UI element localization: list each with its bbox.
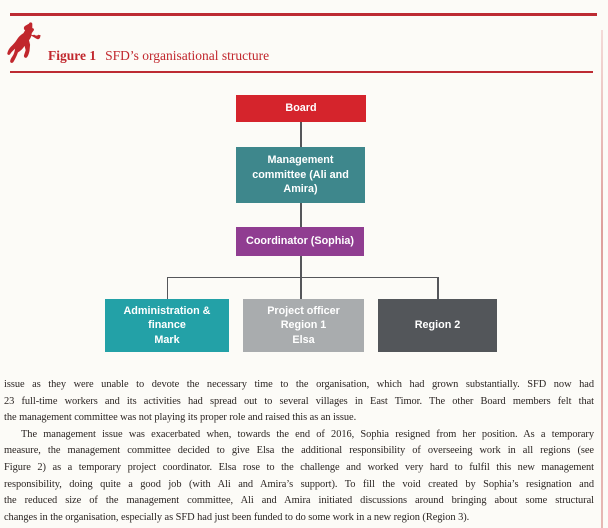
figure-title: SFD’s organisational structure [105, 48, 270, 63]
orgchart-node-admin-line: Administration & [123, 304, 211, 317]
orgchart-node-management-line: Management [267, 154, 334, 167]
body-text: issue as they were unable to devote the … [4, 377, 594, 526]
connector-board-management [300, 121, 302, 148]
caption-bottom-rule [10, 71, 593, 73]
body-text-line: measure, the management committee decide… [4, 445, 594, 457]
orgchart-node-management-committee: Management committee (Ali and Amira) [236, 147, 365, 203]
body-text-line: Figure 2) as a temporary project coordin… [4, 461, 594, 473]
orgchart-figure: Board Management committee (Ali and Amir… [105, 95, 497, 352]
orgchart-node-project-line: Elsa [292, 333, 315, 346]
orgchart-node-region2: Region 2 [378, 299, 497, 352]
connector-horizontal-bar [166, 276, 438, 278]
orgchart-node-project-line: Region 1 [280, 319, 327, 332]
body-text-line: responsibility, doing quite a good job (… [4, 478, 594, 490]
body-text-line: issue as they were unable to devote the … [4, 379, 594, 390]
connector-management-coordinator [300, 202, 302, 228]
orgchart-node-admin-finance: Administration & finance Mark [105, 299, 229, 352]
orgchart-node-coordinator: Coordinator (Sophia) [236, 227, 364, 256]
orgchart-node-project-line: Project officer [267, 304, 340, 317]
body-text-line: the management committee was not playing… [4, 412, 357, 424]
body-text-line: the reduced size of the management commi… [4, 495, 594, 507]
figure-caption: Figure 1 SFD’s organisational structure [48, 48, 269, 64]
orgchart-node-coordinator-label: Coordinator (Sophia) [246, 235, 354, 248]
connector-drop-admin [166, 277, 168, 300]
rearing-horse-logo [7, 22, 41, 63]
body-text-line: changes in the organisation, especially … [4, 511, 470, 523]
paragraph-1: issue as they were unable to devote the … [4, 377, 594, 427]
figure-label: Figure 1 [48, 48, 97, 63]
connector-drop-region2 [437, 277, 439, 300]
orgchart-node-management-line: Amira) [283, 183, 318, 196]
orgchart-node-project-officer-region1: Project officer Region 1 Elsa [243, 299, 364, 352]
body-text-line: 23 full-time workers and its activities … [4, 395, 594, 407]
top-rule [10, 13, 597, 16]
body-text-line: The management issue was exacerbated whe… [21, 428, 594, 440]
orgchart-node-management-line: committee (Ali and [252, 168, 349, 181]
orgchart-node-admin-line: finance [148, 319, 186, 332]
orgchart-node-board: Board [236, 95, 366, 122]
orgchart-node-board-label: Board [285, 102, 317, 115]
paragraph-2: The management issue was exacerbated whe… [4, 427, 594, 527]
orgchart-node-admin-line: Mark [154, 333, 180, 346]
orgchart-node-region2-label: Region 2 [414, 319, 461, 332]
page-edge-artifact [601, 30, 603, 528]
